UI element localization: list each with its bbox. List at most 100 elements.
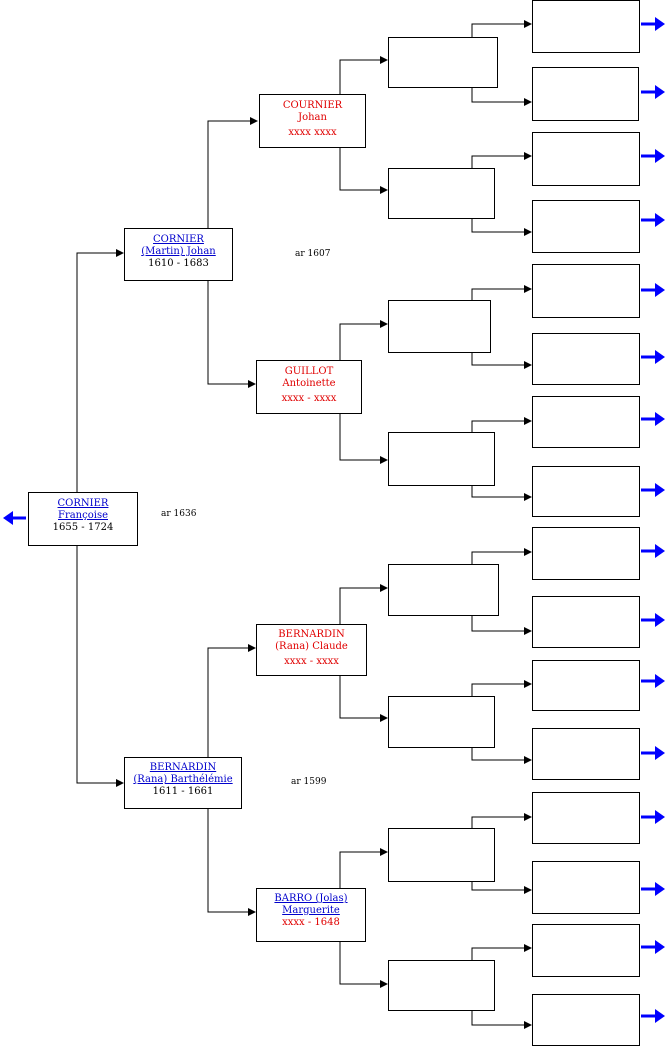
mm-given-link[interactable]: Marguerite [282, 905, 340, 916]
ancestors-arrow-icon[interactable] [641, 350, 665, 364]
person-father-father: COURNIER Johan xxxx xxxx [259, 94, 366, 148]
connector-gen4-gen5 [471, 748, 532, 764]
ancestors-arrow-icon[interactable] [641, 412, 665, 426]
mother-given-link[interactable]: (Rana) Barthélémie [133, 774, 233, 785]
ancestors-arrow-icon[interactable] [641, 213, 665, 227]
connector-mother-mf [207, 644, 256, 757]
connector-gen3-gen4 [339, 848, 388, 888]
connector-gen4-gen5 [471, 944, 532, 960]
root-name-link[interactable]: CORNIER [57, 498, 109, 509]
mm-dates: xxxx - 1648 [282, 917, 340, 928]
empty-ancestor-box [388, 300, 491, 353]
connector-gen4-gen5 [471, 680, 532, 696]
ancestors-arrow-icon[interactable] [641, 17, 665, 31]
fm-surname: GUILLOT [284, 366, 334, 377]
mf-surname: BERNARDIN [278, 629, 345, 640]
empty-ancestor-box [532, 728, 640, 780]
connector-gen4-gen5 [471, 548, 532, 564]
connector-gen4-gen5 [471, 616, 532, 635]
connector-gen4-gen5 [471, 152, 532, 168]
empty-ancestor-box [532, 0, 640, 53]
empty-ancestor-box [388, 828, 495, 882]
connector-gen4-gen5 [471, 353, 532, 369]
person-mother-father: BERNARDIN (Rana) Claude xxxx - xxxx [256, 624, 367, 676]
connector-gen4-gen5 [471, 88, 532, 106]
fm-dates: xxxx - xxxx [281, 393, 337, 404]
ancestors-arrow-icon[interactable] [641, 810, 665, 824]
connector-gen4-gen5 [471, 219, 532, 236]
ff-given: Johan [298, 112, 327, 123]
connector-gen3-gen4 [339, 148, 388, 194]
ancestors-arrow-icon[interactable] [641, 1009, 665, 1023]
person-father: CORNIER (Martin) Johan 1610 - 1683 [124, 228, 233, 281]
mf-dates: xxxx - xxxx [284, 656, 339, 667]
father-given-link[interactable]: (Martin) Johan [141, 246, 216, 257]
ancestors-arrow-icon[interactable] [641, 674, 665, 688]
marriage-root-parents: ar 1636 [161, 509, 197, 519]
empty-ancestor-box [388, 37, 498, 88]
ancestors-arrow-icon[interactable] [641, 940, 665, 954]
connector-root-mother [76, 546, 124, 787]
empty-ancestor-box [388, 432, 495, 486]
empty-ancestor-box [532, 333, 640, 385]
empty-ancestor-box [532, 264, 640, 318]
mother-dates: 1611 - 1661 [152, 786, 214, 797]
ancestors-arrow-icon[interactable] [641, 149, 665, 163]
ancestors-arrow-icon[interactable] [641, 613, 665, 627]
empty-ancestor-box [532, 994, 640, 1046]
empty-ancestor-box [388, 960, 495, 1011]
empty-ancestor-box [532, 924, 640, 977]
empty-ancestor-box [532, 861, 640, 914]
connector-gen3-gen4 [339, 56, 388, 94]
connector-gen4-gen5 [471, 20, 532, 37]
empty-ancestor-box [532, 466, 640, 517]
empty-ancestor-box [532, 527, 640, 580]
connector-gen4-gen5 [471, 1011, 532, 1029]
father-dates: 1610 - 1683 [148, 258, 209, 269]
empty-ancestor-box [388, 168, 495, 219]
empty-ancestor-box [532, 596, 640, 648]
connector-gen4-gen5 [471, 882, 532, 894]
empty-ancestor-box [388, 696, 495, 748]
connector-gen3-gen4 [339, 414, 388, 464]
descendants-arrow-icon[interactable] [3, 511, 26, 525]
mf-given: (Rana) Claude [275, 641, 348, 652]
person-mother-mother: BARRO (Jolas) Marguerite xxxx - 1648 [256, 888, 366, 942]
empty-ancestor-box [532, 200, 640, 253]
connector-gen3-gen4 [339, 320, 388, 360]
connector-gen4-gen5 [471, 813, 532, 828]
root-dates: 1655 - 1724 [52, 522, 114, 533]
connector-mother-mm [207, 809, 256, 916]
marriage-father-parents: ar 1607 [295, 249, 331, 259]
connector-father-fm [207, 281, 256, 388]
person-root: CORNIER Françoise 1655 - 1724 [28, 492, 138, 546]
ancestors-arrow-icon[interactable] [641, 283, 665, 297]
ff-surname: COURNIER [282, 100, 343, 111]
empty-ancestor-box [532, 132, 640, 186]
mm-surname-link[interactable]: BARRO (Jolas) [274, 893, 348, 904]
connector-gen3-gen4 [339, 942, 388, 988]
ff-dates: xxxx xxxx [288, 127, 337, 138]
father-name-link[interactable]: CORNIER [153, 234, 204, 245]
ancestors-arrow-icon[interactable] [641, 882, 665, 896]
person-father-mother: GUILLOT Antoinette xxxx - xxxx [256, 360, 362, 414]
ancestors-arrow-icon[interactable] [641, 85, 665, 99]
fm-given: Antoinette [282, 378, 336, 389]
connector-gen3-gen4 [339, 584, 388, 624]
connector-gen4-gen5 [471, 285, 532, 300]
empty-ancestor-box [532, 67, 639, 121]
connector-root-father [76, 249, 124, 492]
root-given-link[interactable]: Françoise [58, 510, 108, 521]
person-mother: BERNARDIN (Rana) Barthélémie 1611 - 1661 [124, 757, 242, 809]
ancestors-arrow-icon[interactable] [641, 544, 665, 558]
empty-ancestor-box [532, 396, 640, 448]
connector-gen4-gen5 [471, 486, 532, 501]
empty-ancestor-box [388, 564, 499, 616]
ancestors-arrow-icon[interactable] [641, 746, 665, 760]
connector-father-ff [207, 117, 258, 228]
marriage-mother-parents: ar 1599 [291, 777, 327, 787]
connector-gen3-gen4 [339, 676, 388, 722]
mother-name-link[interactable]: BERNARDIN [149, 762, 217, 773]
ancestors-arrow-icon[interactable] [641, 483, 665, 497]
